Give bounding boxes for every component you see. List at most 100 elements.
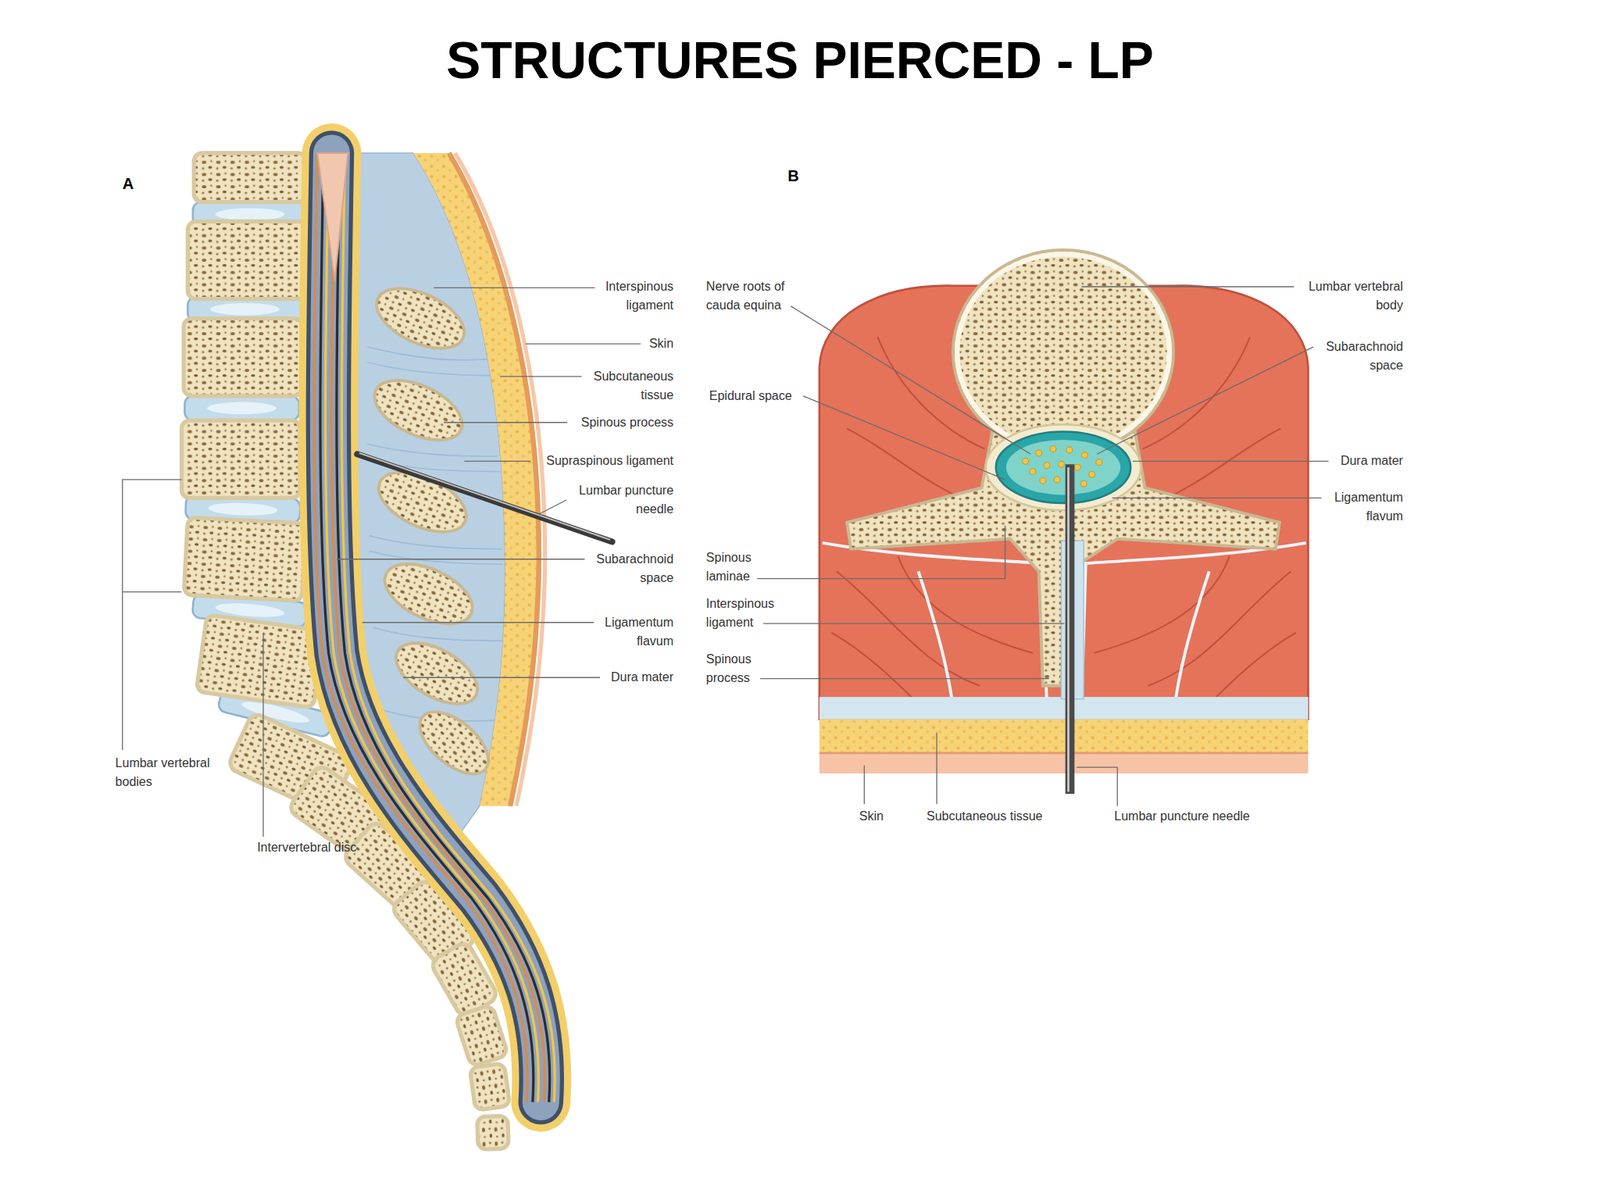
cauda-equina-roots (341, 153, 555, 1103)
spinous-processes (375, 551, 482, 636)
nerve-root-dots (1080, 480, 1087, 487)
body-cortex (957, 253, 1170, 450)
nerve-root-dots (1096, 459, 1103, 466)
leader-lines-b (760, 678, 1050, 679)
vertebral-body (953, 250, 1174, 454)
vertebral-bodies (181, 420, 300, 498)
nerve-root-dots (1035, 450, 1043, 457)
part-label: Spinous process (581, 413, 674, 433)
nerve-root-dots (1057, 460, 1065, 468)
leader-lines-b (803, 396, 1006, 480)
leader-lines-a (539, 500, 567, 515)
cauda-equina-roots (314, 153, 528, 1103)
leader-lines-a (443, 421, 568, 423)
part-label: Subcutaneous tissue (579, 367, 674, 405)
spinous-processes (365, 276, 500, 786)
disc-nuclei (207, 402, 277, 415)
part-label: Spinous process (706, 650, 773, 688)
leader-lines-b (864, 765, 865, 805)
epidural-fat (985, 424, 1142, 511)
panel-letter: B (787, 164, 799, 188)
part-label: Subarachnoid space (583, 550, 674, 588)
leader-lines-a (464, 460, 531, 462)
dura-ring (996, 431, 1131, 503)
conus-medullaris (317, 153, 348, 281)
part-label: Skin (649, 334, 674, 354)
muscle-fascicles (1209, 632, 1297, 704)
panel-a-art (122, 153, 642, 1150)
leader-lines-b (757, 286, 1329, 807)
leader-lines-b (1076, 767, 1118, 807)
nerve-root-dots (1050, 446, 1057, 453)
part-label: Supraspinous ligament (546, 451, 674, 471)
part-label: Interspinous ligament (706, 594, 793, 633)
leader-lines-a (122, 479, 183, 750)
disc-nuclei (215, 207, 286, 221)
part-label: Lumbar puncture needle (1114, 807, 1250, 826)
part-label: Subarachnoid space (1313, 337, 1404, 375)
vertebral-bodies (183, 318, 303, 397)
part-label: Spinous laminae (706, 548, 773, 586)
skin-outer (455, 153, 546, 807)
panel-b-art (757, 250, 1329, 807)
vertebral-bodies (187, 221, 307, 299)
ligament-fibres (373, 627, 503, 641)
sacrum-coccyx (454, 1004, 508, 1068)
leader-lines-a (336, 558, 585, 560)
leader-lines-b (1132, 460, 1329, 462)
disc-nuclei (210, 303, 280, 316)
part-label: Lumbar vertebral bodies (115, 753, 225, 792)
page-title: STRUCTURES PIERCED - LP (0, 32, 1600, 90)
needle-b (1067, 467, 1070, 792)
nerve-root-dots (1089, 471, 1096, 478)
muscle-fascicles (831, 632, 918, 704)
nerve-root-dots (1022, 446, 1103, 487)
part-label: Dura mater (1340, 451, 1404, 471)
spinous-processes (385, 630, 488, 717)
subcutaneous-band (819, 719, 1309, 754)
needle-b (1065, 464, 1075, 794)
part-label: Ligamentum flavum (591, 613, 674, 651)
panel-letter: A (122, 171, 134, 196)
sacrum-coccyx (477, 1115, 510, 1150)
ligament-fibres (369, 535, 503, 550)
fascia-lines (1173, 571, 1210, 715)
skin-line (449, 153, 540, 807)
skin-edge (819, 752, 1309, 755)
leader-lines-a (403, 677, 600, 679)
nerve-root-dots (1029, 468, 1036, 475)
part-label: Lumbar puncture needle (564, 481, 674, 519)
cauda-equina-roots (314, 153, 555, 1103)
cauda-equina-roots (325, 153, 539, 1103)
cauda-equina-roots (320, 153, 534, 1103)
part-label: Epidural space (709, 386, 793, 406)
spinous-processes (365, 367, 472, 453)
part-label: Interspinous ligament (587, 277, 674, 315)
nerve-root-dots (1022, 457, 1029, 465)
csf-space (1006, 439, 1121, 496)
intervertebral-discs (184, 396, 299, 421)
muscle-fascicles (1157, 428, 1281, 503)
spinous-processes (369, 460, 475, 545)
part-label: Skin (859, 807, 884, 826)
fascia-lines (918, 571, 955, 715)
ligament-fibres (367, 346, 488, 361)
muscle-fascicles (1147, 571, 1291, 686)
leader-lines-a (122, 287, 642, 837)
ligament-fibres (367, 443, 498, 457)
leader-lines-a (525, 343, 642, 345)
nerve-root-dots (1039, 477, 1047, 484)
leader-lines-a (362, 621, 594, 623)
nerve-root-dots (1053, 476, 1061, 483)
leader-lines-a (262, 632, 264, 837)
spinous-processes (409, 700, 500, 786)
muscle-fascicles (1093, 556, 1230, 654)
leader-lines-b (1081, 285, 1294, 287)
leader-lines-b (763, 622, 1065, 624)
part-label: Nerve roots of cauda equina (706, 277, 800, 315)
part-label: Ligamentum flavum (1321, 488, 1404, 526)
ligament-fibres (369, 550, 504, 565)
part-label: Dura mater (610, 667, 674, 687)
spinous-processes (367, 276, 473, 361)
